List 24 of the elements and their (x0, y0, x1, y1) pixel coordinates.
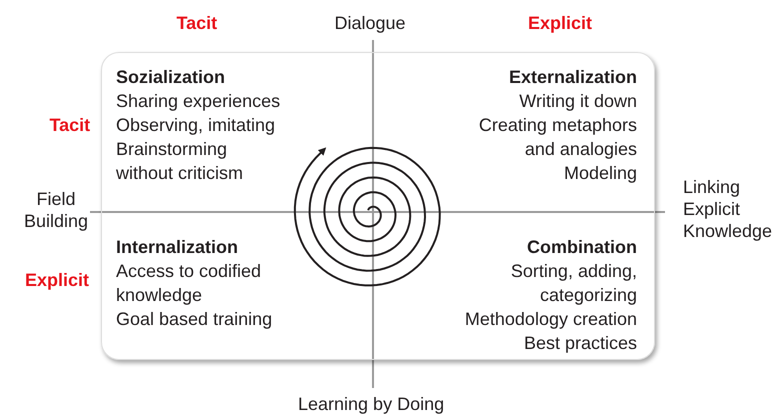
axis-heading: Explicit (528, 12, 592, 34)
list-item: Methodology creation (464, 308, 637, 331)
axis-heading: Tacit (50, 114, 90, 136)
quadrant-heading: Externalization (508, 66, 637, 89)
list-item: Modeling (562, 162, 637, 185)
axis-heading: Tacit (176, 12, 218, 34)
list-item: Sorting, adding, categorizing (510, 260, 637, 307)
quadrant-heading: Combination (526, 236, 637, 259)
list-item: Goal based training (116, 308, 274, 331)
axis-heading: Explicit (25, 269, 90, 291)
axis-label: Dialogue (334, 12, 406, 34)
list-item: Writing it down (518, 90, 637, 113)
rounded-panel (101, 52, 655, 360)
quadrant-heading: Sozialization (116, 66, 226, 89)
axis-label: Field Building (24, 188, 88, 232)
axis-label: Linking Explicit Knowledge (683, 176, 772, 242)
axis-label: Learning by Doing (298, 393, 444, 415)
list-item: Best practices (522, 332, 637, 355)
list-item: Sharing experiences (116, 90, 282, 113)
list-item: Creating metaphors and analogies (478, 114, 637, 161)
quadrant-heading: Internalization (116, 236, 240, 259)
list-item: Brainstorming without criticism (116, 138, 244, 185)
list-item: Access to codified knowledge (116, 260, 262, 307)
list-item: Observing, imitating (116, 114, 276, 137)
